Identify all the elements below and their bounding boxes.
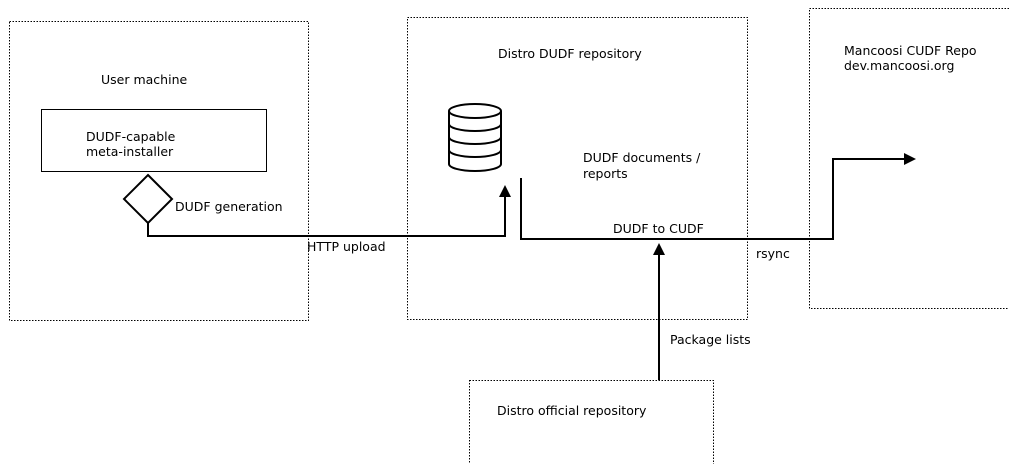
dudf-to-cudf-label: DUDF to CUDF [613, 221, 704, 236]
meta-installer-box [41, 109, 267, 172]
dudf-generation-label: DUDF generation [175, 199, 283, 214]
rsync-connector [520, 153, 916, 240]
generation-diamond [122, 173, 174, 225]
mancoosi-repo-host: dev.mancoosi.org [844, 58, 955, 73]
installer-label-line2: meta-installer [86, 144, 174, 159]
distro-official-repository-box [469, 380, 714, 464]
database-icon [448, 103, 502, 172]
user-machine-title: User machine [101, 72, 188, 87]
http-upload-label: HTTP upload [307, 239, 386, 254]
mancoosi-repo-box [809, 8, 1009, 309]
rsync-label: rsync [756, 246, 790, 261]
http-upload-connector [147, 185, 511, 237]
package-lists-label: Package lists [670, 332, 751, 347]
documents-label-line1: DUDF documents / [583, 150, 701, 165]
documents-label-line2: reports [583, 166, 628, 181]
user-machine-box [9, 21, 309, 321]
distro-dudf-repository-title: Distro DUDF repository [498, 46, 642, 61]
installer-label-line1: DUDF-capable [86, 129, 176, 144]
distro-official-repository-title: Distro official repository [497, 403, 647, 418]
mancoosi-repo-title: Mancoosi CUDF Repo [844, 43, 977, 58]
